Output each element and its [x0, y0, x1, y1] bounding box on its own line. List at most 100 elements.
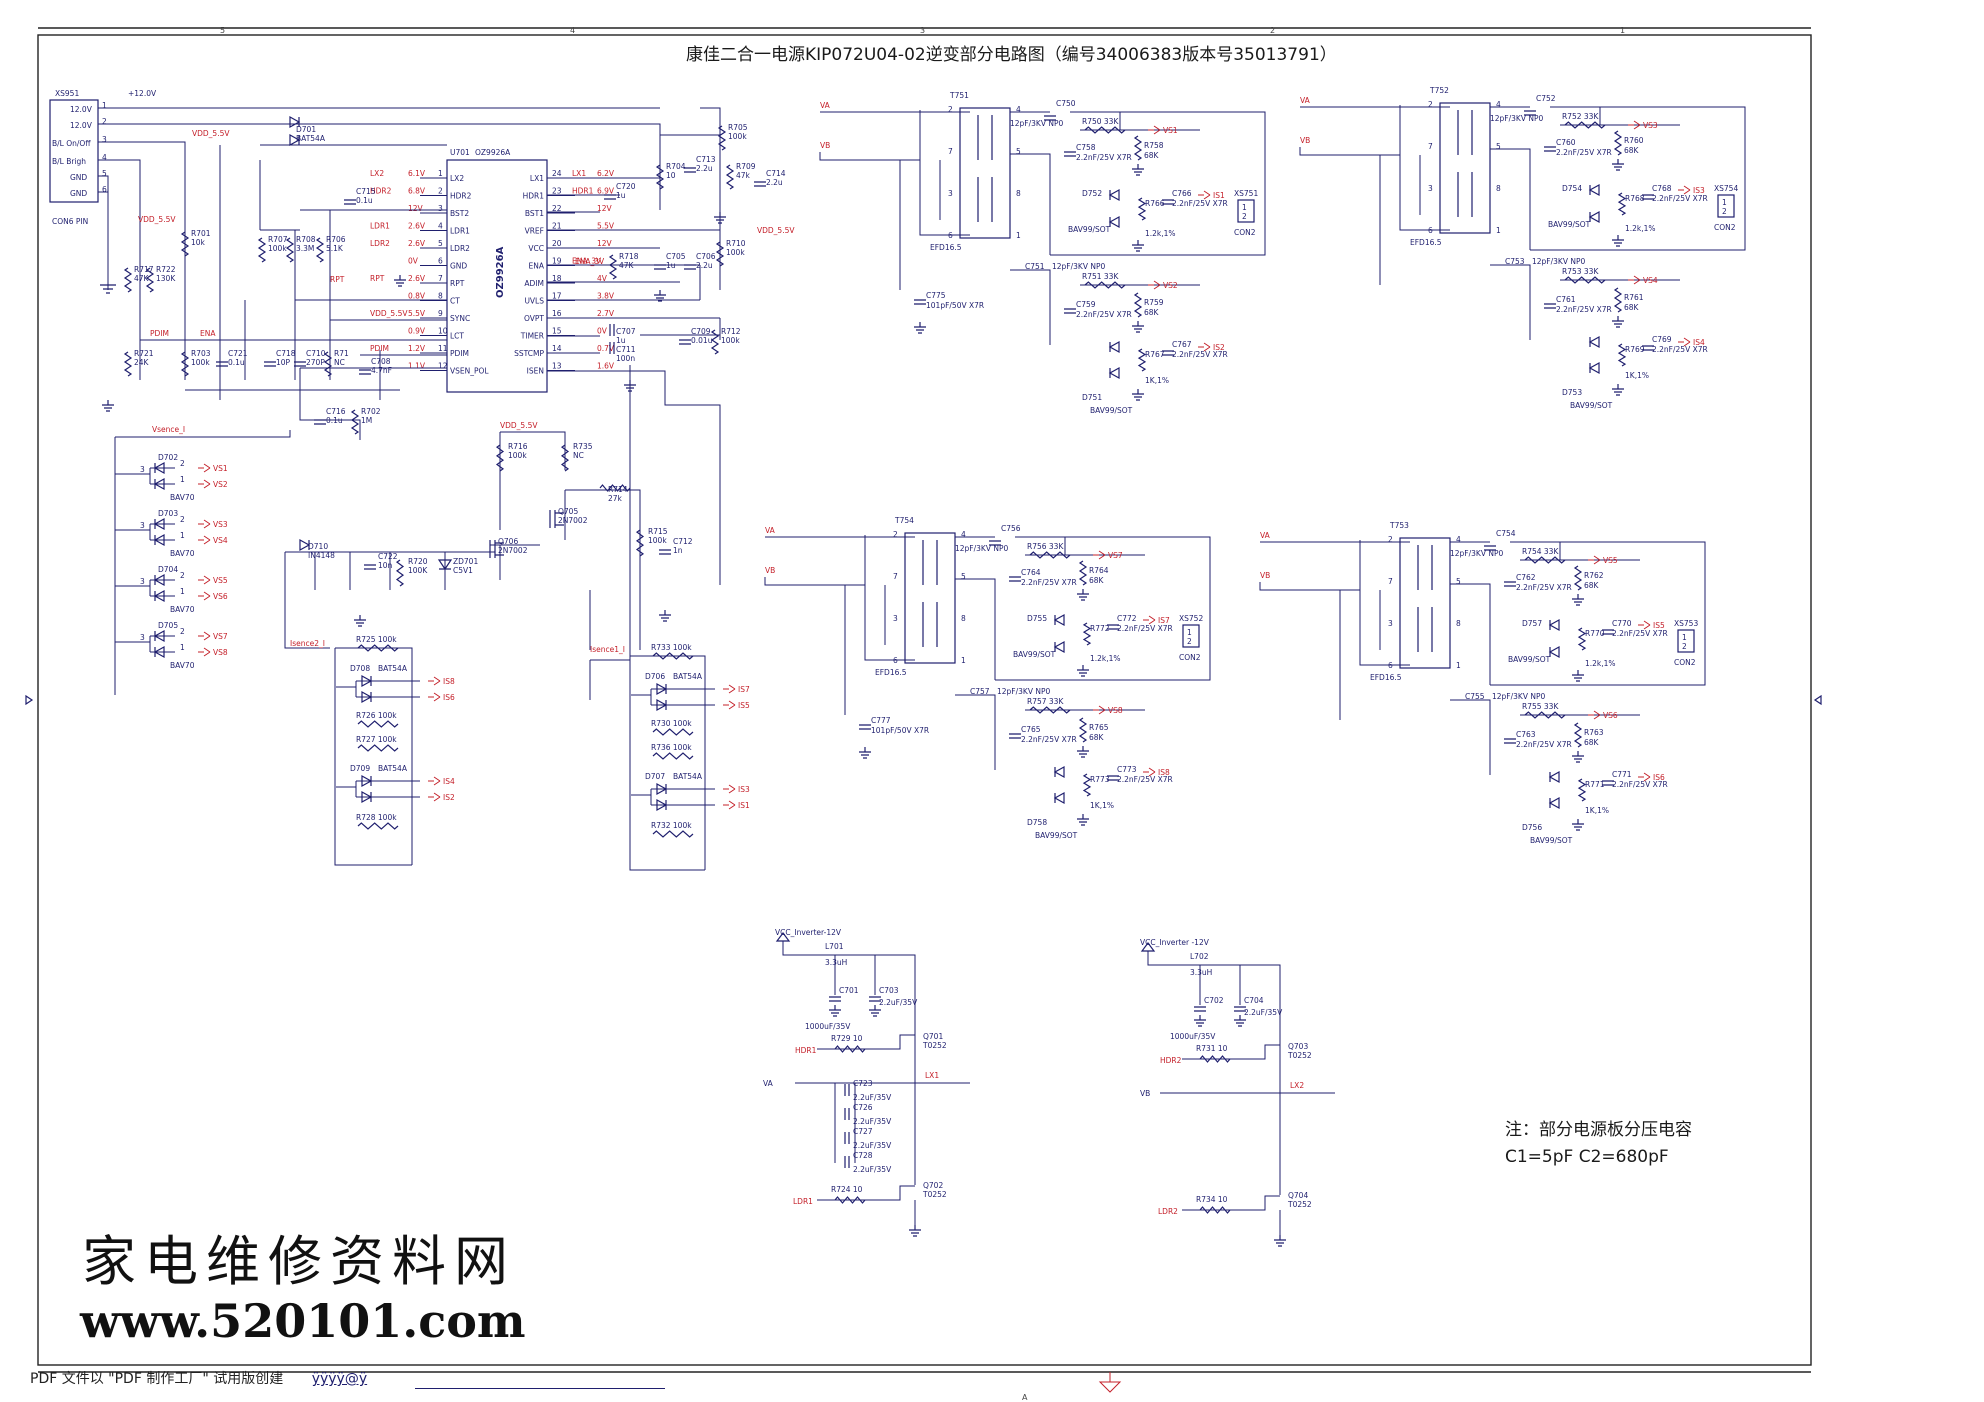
ground-symbol	[1077, 665, 1089, 677]
part-ref: C755	[1465, 692, 1485, 701]
connector-ref: XS751	[1234, 189, 1258, 198]
sense-net: VS7	[213, 632, 228, 641]
transformer-core	[904, 532, 956, 664]
transformer-winding	[1457, 172, 1473, 217]
pin-number: 4	[1496, 100, 1501, 109]
pin-number: 2	[948, 105, 953, 114]
capacitor	[1544, 303, 1556, 309]
ground-symbol	[869, 1005, 881, 1017]
pin-name: ADIM	[524, 279, 544, 288]
pin-name: LCT	[450, 332, 464, 341]
pin-number: 2	[180, 571, 185, 580]
input-net: VA	[765, 526, 776, 535]
pin-name: VCC	[528, 244, 544, 253]
diode	[153, 589, 165, 603]
pin-number: 1	[961, 656, 966, 665]
part-value: 2.2nF/25V X7R	[1117, 775, 1173, 784]
part-ref: C762	[1516, 573, 1536, 582]
diode	[361, 674, 373, 688]
part-value: 0.1u	[228, 358, 245, 367]
part-value: 2.2u	[696, 164, 713, 173]
part-value: 0.01u	[691, 336, 713, 345]
resistor	[1082, 773, 1092, 797]
diode	[361, 790, 373, 804]
resistor	[1082, 622, 1092, 646]
net-arrow	[198, 591, 211, 601]
diode	[153, 629, 165, 643]
transformer-winding	[1417, 607, 1433, 652]
diode	[1053, 791, 1065, 805]
net-arrow	[198, 519, 211, 529]
part-value: 12pF/3KV NP0	[1492, 692, 1545, 701]
pin-number: 2	[438, 187, 443, 196]
diode	[1588, 210, 1600, 224]
isense2-wiring	[334, 647, 413, 866]
cap-wiring	[834, 1083, 856, 1163]
ground-symbol	[1572, 594, 1584, 606]
part-value: 47K	[134, 274, 150, 283]
pdf-footer: PDF 文件以 "PDF 制作工厂" 试用版创建 ÿÿÿÿ@ÿ	[30, 1368, 367, 1388]
part-value: 2.2nF/25V X7R	[1612, 629, 1668, 638]
connector-pin-number: 5	[102, 169, 107, 178]
transformer-core	[959, 107, 1011, 239]
part-ref: L701	[825, 942, 844, 951]
part-ref: R717	[134, 265, 154, 274]
part-ref: C716	[326, 407, 346, 416]
net-label: VDD_5.5V	[500, 421, 538, 430]
diode	[1548, 618, 1560, 632]
current-net: IS7	[1158, 616, 1170, 625]
net-arrow	[198, 463, 211, 473]
voltage-net: VS2	[1163, 281, 1178, 290]
part-value: 12pF/3KV NP0	[1450, 549, 1503, 558]
pin-name: UVLS	[524, 297, 544, 306]
part-value: 2.2nF/25V X7R	[1556, 305, 1612, 314]
part-ref: C750	[1056, 99, 1076, 108]
net-arrow	[1628, 275, 1641, 285]
net-arrow	[723, 784, 736, 794]
part-value: 2.2nF/25V X7R	[1556, 148, 1612, 157]
part-value: 2.2nF/25V X7R	[1117, 624, 1173, 633]
capacitor	[604, 194, 616, 200]
resistor	[717, 125, 727, 151]
capacitor	[1162, 350, 1174, 356]
part-ref: R750 33K	[1082, 117, 1119, 126]
input-net: VB	[1140, 1089, 1150, 1098]
part-ref: ZD701	[453, 557, 478, 566]
diode	[299, 538, 311, 552]
pin-voltage: 6.9V	[597, 187, 615, 196]
sense-net: VS2	[213, 480, 228, 489]
part-ref: D707	[645, 772, 665, 781]
part-ref: D757	[1522, 619, 1542, 628]
capacitor	[684, 167, 696, 173]
gate-net: LDR1	[793, 1197, 813, 1206]
pin-name: BST2	[450, 209, 469, 218]
footer-link[interactable]: ÿÿÿÿ@ÿ	[311, 1371, 368, 1387]
resistor	[357, 720, 399, 728]
supply-wiring	[1147, 951, 1281, 1195]
pin-voltage: 3.8V	[597, 292, 615, 301]
sense-net: VS1	[213, 464, 228, 473]
part-ref: R771	[1585, 780, 1605, 789]
transformer-ref: T751	[949, 91, 969, 100]
part-value: 5.1K	[326, 244, 344, 253]
part-ref: R764	[1089, 566, 1109, 575]
diode	[1053, 613, 1065, 627]
ground-symbol	[1572, 670, 1584, 682]
pin-number: 1	[1016, 231, 1021, 240]
net-arrow	[428, 692, 441, 702]
sense-net: IS7	[738, 685, 750, 694]
pin-voltage: 6.8V	[408, 187, 426, 196]
wire	[336, 780, 420, 798]
pin-voltage: 0.8V	[408, 292, 426, 301]
pin-net: HDR2	[370, 187, 392, 196]
mosfet	[549, 510, 564, 528]
part-ref: C712	[673, 537, 693, 546]
pin-number: 2	[893, 530, 898, 539]
pin-number: 2	[1388, 535, 1393, 544]
part-value: 3.3M	[296, 244, 314, 253]
pin-number: 2	[1187, 637, 1192, 646]
pin-number: 9	[438, 309, 443, 318]
part-ref: Q702	[923, 1181, 943, 1190]
sense-net: IS4	[443, 777, 455, 786]
pin-number: 7	[1428, 142, 1433, 151]
